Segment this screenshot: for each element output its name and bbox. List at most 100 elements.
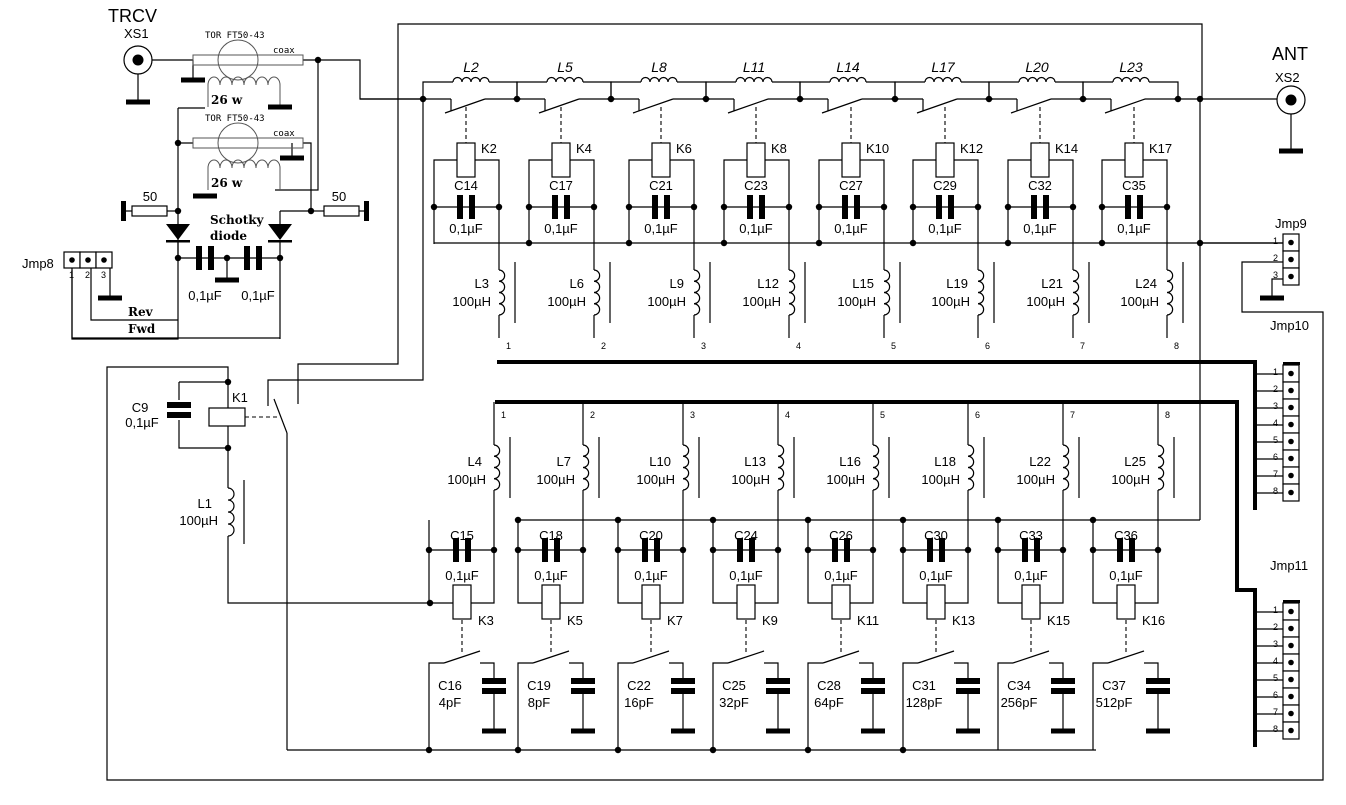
- decoupling-cap-C17: [564, 195, 570, 219]
- choke-value: 100µH: [452, 294, 491, 309]
- jumper-pin-number: 7: [1273, 469, 1278, 479]
- wire: [705, 81, 736, 99]
- junction-dot: [1069, 203, 1077, 211]
- wire: [428, 662, 444, 750]
- relay-coil-K6: [651, 142, 671, 178]
- junction-dot: [1196, 95, 1204, 103]
- choke-label: L25: [1124, 454, 1146, 469]
- junction-dot: [590, 203, 598, 211]
- decoupling-cap-C36: [1129, 538, 1135, 562]
- junction-dot: [1174, 95, 1182, 103]
- wire: [755, 490, 779, 604]
- decoupling-cap-C30: [927, 538, 933, 562]
- decoupling-cap-C29: [948, 195, 954, 219]
- cap-value: 0,1µF: [445, 568, 479, 583]
- wire: [894, 81, 925, 99]
- jumper-pin-number: 7: [1273, 707, 1278, 717]
- jumper-pin: [1288, 472, 1294, 479]
- switch-blade: [1107, 650, 1145, 664]
- wire: [764, 662, 779, 680]
- trcv-ref: XS1: [124, 26, 149, 41]
- choke-label: L22: [1029, 454, 1051, 469]
- bridge-cap-2: [244, 246, 250, 270]
- wire: [517, 662, 533, 750]
- choke-value: 100µH: [536, 472, 575, 487]
- wire: [1149, 81, 1179, 99]
- jumper-pin-number: 4: [1273, 418, 1278, 428]
- switch-blade: [632, 98, 674, 114]
- jumper-pin: [1288, 455, 1294, 462]
- ground-symbol: [215, 277, 239, 283]
- wire: [807, 662, 823, 750]
- decoupling-cap-C24: [749, 538, 755, 562]
- wire: [297, 99, 399, 404]
- junction-dot: [430, 203, 438, 211]
- junction-dot: [1089, 546, 1097, 554]
- jumper-pin: [85, 257, 91, 263]
- relay-coil-K8: [746, 142, 766, 178]
- fwd-label: Fwd: [128, 322, 156, 336]
- jumper-pin: [1288, 273, 1294, 280]
- choke-value: 100µH: [742, 294, 781, 309]
- coax-line: [192, 54, 304, 66]
- tune-cap-label: C37: [1102, 678, 1126, 693]
- wire: [516, 81, 547, 99]
- wire: [1040, 490, 1064, 604]
- choke-value: 100µH: [1120, 294, 1159, 309]
- choke-label: L10: [649, 454, 671, 469]
- choke-L19: [977, 269, 985, 316]
- jumper-pin-number: 3: [1273, 639, 1278, 649]
- junction-dot: [223, 254, 231, 262]
- relay-coil-K14: [1030, 142, 1050, 178]
- cap-label: C14: [454, 178, 478, 193]
- junction-dot: [899, 746, 907, 754]
- tune-cap-C25: [766, 688, 790, 694]
- cap-label: C9: [132, 400, 149, 415]
- switch-blade: [727, 98, 769, 114]
- jumper-title: Jmp9: [1275, 216, 1307, 231]
- wires: [71, 23, 1324, 781]
- tune-cap-label: C34: [1007, 678, 1031, 693]
- wire: [1144, 662, 1159, 680]
- relay-label: K9: [762, 613, 778, 628]
- junction-dot: [174, 139, 182, 147]
- jumper-title: Jmp11: [1270, 558, 1308, 573]
- junction-dot: [804, 546, 812, 554]
- wire: [528, 159, 552, 244]
- choke-value: 100µH: [826, 472, 865, 487]
- ant-ref: XS2: [1275, 70, 1300, 85]
- switch-gap: [1087, 98, 1174, 101]
- tune-cap-C31: [956, 678, 980, 684]
- junction-dot: [625, 203, 633, 211]
- decoupling-cap-C15: [453, 538, 459, 562]
- ground-symbol: [98, 295, 122, 301]
- choke-L6: [593, 269, 601, 316]
- ground-symbol: [1279, 148, 1303, 154]
- tune-cap-C34: [1051, 688, 1075, 694]
- ground-symbol: [268, 104, 292, 110]
- diode-right: [268, 224, 292, 240]
- control-line-number: 6: [985, 341, 990, 351]
- choke-value: 100µH: [636, 472, 675, 487]
- switch-blade: [1012, 650, 1050, 664]
- choke-L12: [788, 269, 796, 316]
- wire: [677, 81, 707, 99]
- jumper-pin-number: 2: [85, 270, 90, 280]
- junction-dot: [909, 239, 917, 247]
- decoupling-cap-C18: [542, 538, 548, 562]
- jumper-pin: [1288, 421, 1294, 428]
- ground-symbol: [571, 728, 595, 734]
- wire: [954, 159, 979, 338]
- series-inductor-L20: [1018, 76, 1056, 83]
- diode-label: diode: [210, 229, 247, 243]
- tune-cap-C28: [861, 678, 885, 684]
- decoupling-cap-C24: [737, 538, 743, 562]
- choke-label: L1: [198, 496, 212, 511]
- relay-label: K8: [771, 141, 787, 156]
- jumper-pin-number: 1: [1273, 367, 1278, 377]
- junction-dot: [174, 207, 182, 215]
- switch-gap: [993, 98, 1079, 101]
- junction-dot: [495, 203, 503, 211]
- jumper-jmp10: [1282, 364, 1300, 502]
